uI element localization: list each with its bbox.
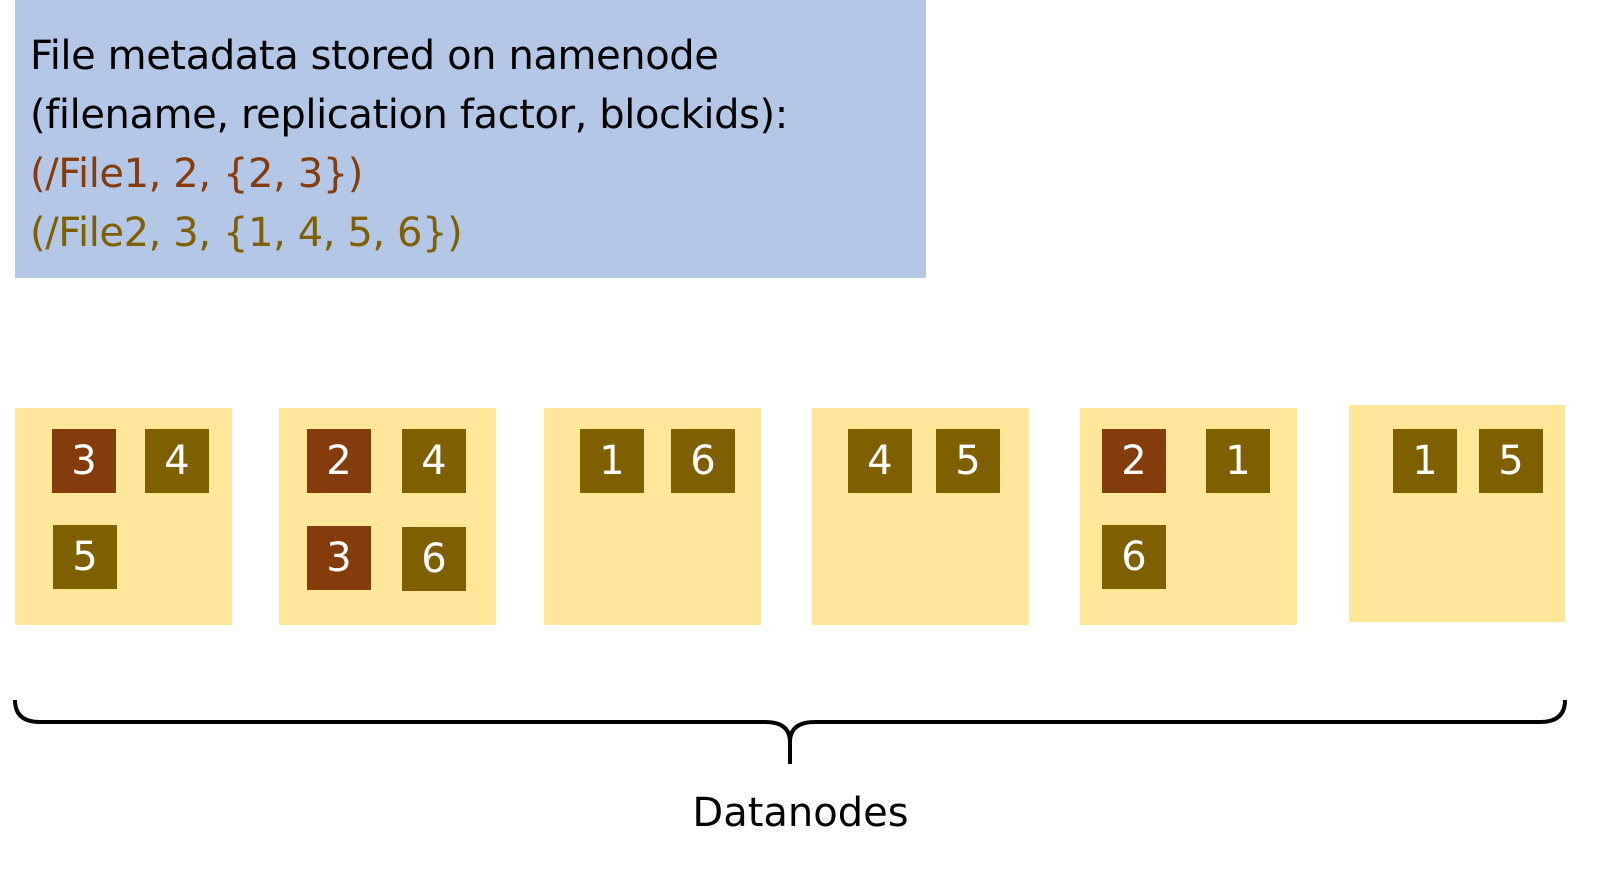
- file2-metadata: (/File2, 3, {1, 4, 5, 6}): [30, 210, 463, 256]
- datanode-1: 3 4 5: [15, 408, 232, 625]
- block-3-file1: 3: [52, 429, 116, 493]
- block-4-file2: 4: [848, 429, 912, 493]
- block-1-file2: 1: [1206, 429, 1270, 493]
- datanodes-brace: [13, 699, 1567, 764]
- block-4-file2: 4: [145, 429, 209, 493]
- block-6-file2: 6: [1102, 525, 1166, 589]
- block-5-file2: 5: [936, 429, 1000, 493]
- datanodes-label: Datanodes: [692, 790, 909, 836]
- block-2-file1: 2: [1102, 429, 1166, 493]
- block-6-file2: 6: [402, 527, 466, 591]
- block-6-file2: 6: [671, 429, 735, 493]
- namenode-heading: File metadata stored on namenode: [30, 33, 719, 79]
- block-3-file1: 3: [307, 526, 371, 590]
- file1-metadata: (/File1, 2, {2, 3}): [30, 151, 364, 197]
- block-4-file2: 4: [402, 429, 466, 493]
- datanode-2: 2 4 3 6: [279, 408, 496, 625]
- datanode-6: 1 5: [1349, 405, 1565, 622]
- block-5-file2: 5: [53, 525, 117, 589]
- datanode-3: 1 6: [544, 408, 761, 625]
- block-5-file2: 5: [1479, 429, 1543, 493]
- datanode-5: 2 1 6: [1080, 408, 1297, 625]
- namenode-metadata-box: File metadata stored on namenode (filena…: [15, 0, 926, 278]
- block-2-file1: 2: [307, 429, 371, 493]
- namenode-subheading: (filename, replication factor, blockids)…: [30, 92, 788, 138]
- block-1-file2: 1: [1393, 429, 1457, 493]
- block-1-file2: 1: [580, 429, 644, 493]
- datanode-4: 4 5: [812, 408, 1029, 625]
